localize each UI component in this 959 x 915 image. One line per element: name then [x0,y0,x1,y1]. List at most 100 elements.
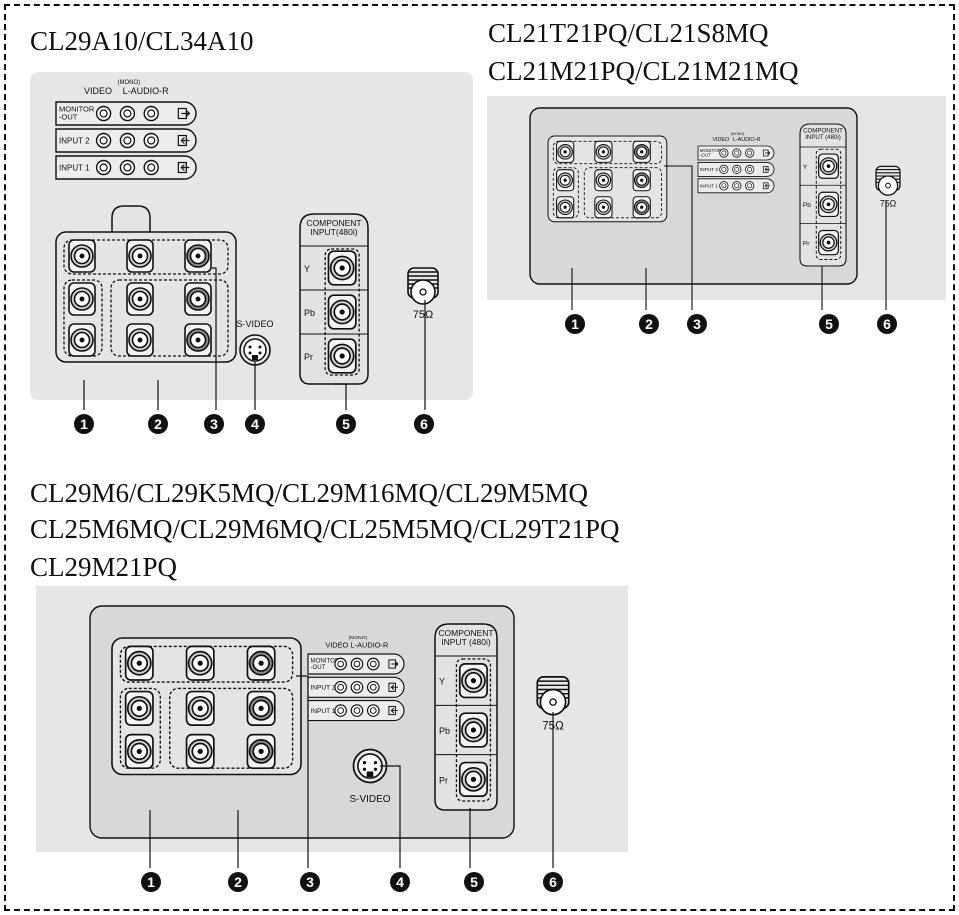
tl-monitor-out-row-output-icon [177,107,191,120]
bt-leader-4 [380,765,401,868]
tl-pr-label: Pr [304,352,313,362]
tr-callout-3: 3 [687,314,707,334]
bt-input-2-row-jack [350,680,364,694]
bt-input-1-row-input-icon [388,705,398,716]
tl-input-2-row-label: INPUT 2 [59,137,90,146]
tl-component-group-outline [324,248,360,376]
tr-rca-jack [632,169,651,192]
tr-rca-jack [594,140,613,163]
tl-input-1-row-jack [143,159,159,176]
tl-input-1-row-jack [119,159,136,176]
tr-group-2-outline [583,167,662,219]
bt-svideo-label: S-VIDEO [349,794,390,805]
tl-leader-3 [212,267,217,410]
tr-callout-5: 5 [819,314,839,334]
tr-rca-jack [556,196,575,219]
bt-callout-4: 4 [390,872,410,892]
tr-monitor-out-row-label: MONITOR-OUT [700,148,722,158]
tr-callout-1-label: 1 [571,316,579,332]
title-bottom-line3: CL29M21PQ [30,552,178,582]
tl-input-1-row-jack [95,159,112,176]
tr-monitor-out-row-output-icon [762,149,771,157]
tr-group-3-outline [552,140,662,165]
bt-input-1-row-jack [334,704,347,717]
tr-y-label: Y [803,164,808,171]
tr-rca-jack [556,140,575,163]
bt-callout-1-label: 1 [147,874,155,890]
tr-input-2-row-jack [745,164,755,175]
tl-ohm-label: 75Ω [413,309,433,321]
tl-header-audio: L-AUDIO-R [123,86,170,96]
tl-group-3-outline [63,239,229,275]
tl-callout-6: 6 [414,414,434,434]
tr-rca-jack [632,196,651,219]
tr-input-1-row-input-icon [762,182,770,190]
dashed-border-frame [4,4,955,911]
tr-input-1-row-jack [719,181,729,191]
title-top-left: CL29A10/CL34A10 [30,26,254,56]
tl-callout-1: 1 [74,414,94,434]
tl-rca-jack [126,282,154,316]
bt-rca-jack [185,690,215,726]
tr-input-2-row-jack [719,164,729,175]
tl-callout-4-label: 4 [251,416,259,432]
bt-callout-4-label: 4 [396,874,404,890]
bt-group-2-outline [169,687,294,769]
tr-pr-label: Pr [803,240,810,247]
bt-rca-jack [246,645,276,681]
tr-input-2-row-input-icon [762,166,770,173]
bt-callout-3-label: 3 [306,874,314,890]
tr-monitor-out-row-jack [719,148,729,158]
bt-group-3-outline [119,645,294,683]
bt-callout-5-label: 5 [470,874,478,890]
tr-input-1-row-label: INPUT 1 [700,184,719,190]
tr-input-1-row-jack [732,181,742,191]
tl-rca-jack [126,239,154,273]
bt-rca-jack [246,690,276,726]
bt-header-mono: (MONO) [349,635,368,641]
bt-header-video: VIDEO [325,640,348,649]
bt-rca-jack [124,733,154,770]
bt-pr-label: Pr [439,775,448,785]
bt-input-2-row-jack [334,680,347,694]
tr-callout-2-label: 2 [645,316,653,332]
bt-svideo-jack [352,748,388,784]
bt-component-jack-pb [458,712,488,748]
tr-input-2-row-label: INPUT 2 [700,167,719,173]
tr-callout-6-label: 6 [883,316,891,332]
tl-monitor-out-row-jack [95,105,112,122]
tr-group-1-outline [552,167,579,219]
tr-rca-jack [632,140,651,163]
tr-antenna-connector [875,165,901,196]
tr-rca-jack [594,169,613,192]
tl-callout-5-label: 5 [342,416,350,432]
bt-input-2-row-label: INPUT 2 [310,685,335,692]
tl-leader-5 [334,383,347,410]
tr-ohm-label: 75Ω [880,198,897,208]
bt-monitor-out-row-output-icon [388,659,399,669]
bt-input-2-row-input-icon [388,682,398,692]
bt-input-1-row-label: INPUT 1 [310,708,335,715]
bt-rca-jack [124,690,154,726]
tl-svideo-label: S-VIDEO [236,319,273,329]
tr-pb-label: Pb [803,202,811,209]
bt-input-2-row-jack [366,680,380,694]
bt-rca-jack [246,733,276,770]
tr-callout-6: 6 [877,314,897,334]
tl-antenna-connector [407,267,439,305]
tr-header-mono: (MONO) [731,132,745,136]
tl-header-mono: (MONO) [117,80,140,86]
bt-input-1-row-jack [350,704,364,717]
tr-component-jack-pb [818,191,839,218]
bt-callout-3: 3 [300,872,320,892]
tl-input-2-row-jack [119,132,136,149]
tl-callout-3: 3 [204,414,224,434]
tl-callout-5: 5 [336,414,356,434]
tl-rca-jack [126,323,154,357]
